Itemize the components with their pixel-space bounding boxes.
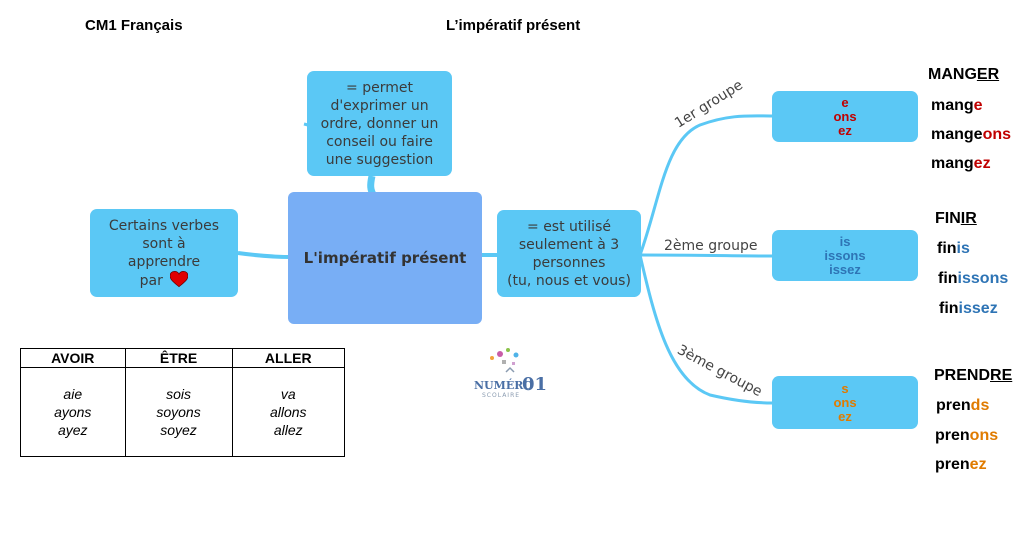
- table-cell-aller: va allons allez: [231, 367, 346, 457]
- page-title: L’impératif présent: [446, 17, 581, 34]
- form-stem: mang: [931, 97, 974, 114]
- form-ending: ons: [969, 427, 999, 444]
- table-header: ALLER: [231, 348, 346, 368]
- verb-stem: MANG: [928, 66, 977, 83]
- form-ending: ons: [982, 126, 1012, 143]
- conjugation-finir-nous: finissons: [938, 270, 1008, 288]
- form-ending: ez: [969, 456, 987, 473]
- usage-bubble: = est utilisé seulement à 3 personnes (t…: [497, 210, 641, 297]
- memorize-line: par: [139, 272, 163, 289]
- irregular-verbs-table: AVOIR ÊTRE ALLER aie ayons ayez sois soy…: [20, 348, 346, 457]
- conjugated-form: soyez: [160, 422, 197, 438]
- conjugated-form: aie: [63, 386, 83, 402]
- memorize-line: apprendre: [127, 253, 201, 270]
- definition-line: d'exprimer un: [330, 97, 429, 114]
- conjugated-form: soyons: [156, 404, 201, 420]
- form-stem: pren: [935, 427, 970, 444]
- branch-label-group2: 2ème groupe: [664, 238, 758, 254]
- conjugated-form: ayons: [54, 404, 92, 420]
- conjugated-form: ayez: [57, 422, 88, 438]
- verb-ending: ER: [976, 66, 1000, 83]
- endings-group3: s ons ez: [772, 376, 918, 429]
- central-topic-label: L'impératif présent: [303, 249, 467, 267]
- memorize-line-with-heart: par: [139, 270, 189, 290]
- table-header: ÊTRE: [124, 348, 233, 368]
- ending: ons: [833, 108, 857, 124]
- usage-line: seulement à 3: [518, 236, 620, 253]
- table-cell-etre: sois soyons soyez: [124, 367, 233, 457]
- usage-line: personnes: [532, 254, 606, 271]
- table-header: AVOIR: [20, 348, 126, 368]
- numero-logo: NUMÉRO 01 SCOLAIRE: [472, 346, 548, 406]
- ending: ez: [838, 122, 852, 138]
- form-stem: pren: [935, 456, 970, 473]
- ending: e: [841, 94, 849, 110]
- ending: is: [839, 233, 851, 249]
- form-ending: ez: [973, 155, 991, 172]
- conjugation-finir-vous: finissez: [939, 300, 998, 318]
- memorize-line: Certains verbes: [108, 217, 220, 234]
- logo-subtext: SCOLAIRE: [482, 392, 521, 399]
- verb-stem: PREND: [934, 367, 991, 384]
- conjugated-form: sois: [166, 386, 191, 402]
- form-stem: fin: [939, 300, 959, 317]
- ending: issons: [824, 247, 866, 263]
- form-ending: is: [956, 240, 970, 257]
- form-stem: mang: [931, 155, 974, 172]
- verb-stem: FIN: [935, 210, 961, 227]
- table-header-row: AVOIR ÊTRE ALLER: [20, 348, 346, 368]
- usage-line: = est utilisé: [527, 218, 611, 235]
- conjugated-form: allez: [273, 422, 303, 438]
- endings-group1: e ons ez: [772, 91, 918, 142]
- definition-line: une suggestion: [325, 151, 434, 168]
- conjugated-form: va: [280, 386, 296, 402]
- form-stem: mange: [931, 126, 983, 143]
- ending: issez: [829, 261, 861, 277]
- conjugation-finir-tu: finis: [937, 240, 970, 258]
- definition-bubble: = permet d'exprimer un ordre, donner un …: [307, 71, 452, 176]
- ending: ez: [838, 408, 852, 424]
- conjugation-prendre-nous: prenons: [935, 427, 998, 445]
- heart-icon: [169, 270, 189, 287]
- form-ending: e: [973, 97, 983, 114]
- ending: ons: [833, 394, 857, 410]
- definition-line: conseil ou faire: [326, 133, 433, 150]
- logo-text: NUMÉRO: [474, 379, 533, 392]
- conjugated-form: allons: [269, 404, 307, 420]
- table-cell-avoir: aie ayons ayez: [20, 367, 126, 457]
- logo-digits: 01: [522, 374, 548, 395]
- conjugation-manger-nous: mangeons: [931, 126, 1011, 144]
- memorize-bubble: Certains verbes sont à apprendre par: [90, 209, 238, 297]
- usage-line: (tu, nous et vous): [507, 272, 631, 289]
- endings-group2: is issons issez: [772, 230, 918, 281]
- memorize-line: sont à: [142, 235, 186, 252]
- table-row: aie ayons ayez sois soyons soyez va allo…: [20, 367, 346, 457]
- form-stem: fin: [938, 270, 958, 287]
- ending: s: [841, 380, 849, 396]
- central-topic: L'impératif présent: [288, 192, 482, 324]
- verb-ending: RE: [990, 367, 1013, 384]
- form-stem: fin: [937, 240, 957, 257]
- definition-line: ordre, donner un: [320, 115, 439, 132]
- conjugation-prendre-tu: prends: [936, 397, 989, 415]
- definition-line: = permet: [346, 79, 413, 96]
- verb-title-manger: MANGER: [928, 66, 999, 84]
- conjugation-manger-vous: mangez: [931, 155, 991, 173]
- conjugation-prendre-vous: prenez: [935, 456, 987, 474]
- subject-label: CM1 Français: [85, 17, 183, 34]
- verb-ending: IR: [960, 210, 977, 227]
- form-ending: issons: [957, 270, 1009, 287]
- verb-title-prendre: PRENDRE: [934, 367, 1012, 385]
- verb-title-finir: FINIR: [935, 210, 977, 228]
- form-ending: ds: [970, 397, 990, 414]
- conjugation-manger-tu: mange: [931, 97, 983, 115]
- form-stem: pren: [936, 397, 971, 414]
- logo-graphic: [490, 348, 519, 373]
- form-ending: issez: [958, 300, 998, 317]
